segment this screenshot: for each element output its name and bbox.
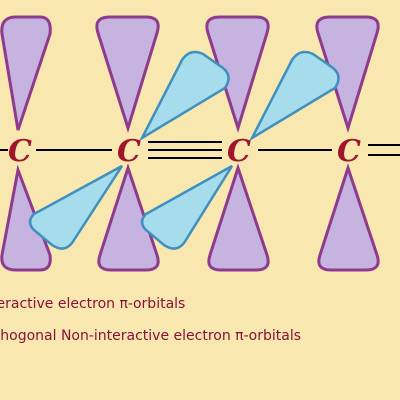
orthogonal-lobe-top-4	[315, 15, 380, 134]
orthogonal-lobe-bottom-3	[207, 163, 270, 272]
interactive-lobe-upper-2	[248, 50, 340, 142]
caption-orthogonal-orbitals: Orthogonal Non-interactive electron π-or…	[0, 328, 302, 344]
bond-double-right	[368, 144, 400, 156]
carbon-atom-label-4: C	[337, 134, 361, 169]
bond-triple	[148, 141, 222, 159]
orthogonal-lobe-bottom-1	[0, 164, 52, 272]
orthogonal-lobe-bottom-2	[97, 163, 160, 272]
carbon-atom-label-3: C	[227, 134, 251, 169]
interactive-lobe-upper-1	[138, 50, 230, 142]
caption-interactive-orbitals: Interactive electron π-orbitals	[0, 296, 186, 312]
carbon-atom-label-2: C	[117, 134, 141, 169]
interactive-lobe-lower-1	[28, 164, 124, 250]
orthogonal-lobe-top-2	[95, 15, 160, 134]
orthogonal-lobe-top-1	[0, 15, 52, 131]
interactive-lobe-lower-2	[140, 164, 234, 250]
orthogonal-orbitals	[0, 15, 380, 272]
orthogonal-lobe-top-3	[205, 15, 270, 134]
orthogonal-lobe-bottom-4	[317, 163, 380, 272]
carbon-atom-label-1: C	[8, 134, 32, 169]
interactive-orbitals	[28, 50, 340, 250]
bonds	[0, 141, 400, 159]
